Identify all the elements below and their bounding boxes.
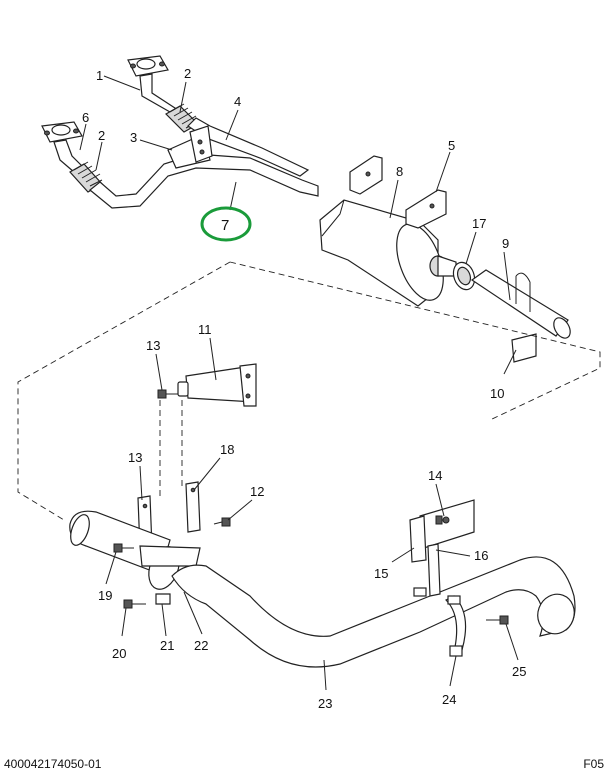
callout-21: 21 (160, 638, 174, 653)
callout-10: 10 (490, 386, 504, 401)
callout-18: 18 (220, 442, 234, 457)
callout-19: 19 (98, 588, 112, 603)
hanger-strap-16 (427, 543, 441, 597)
leader-lines (79, 75, 519, 691)
callout-6: 6 (82, 110, 89, 125)
callout-labels: 1 2 3 4 5 6 2 7 8 9 17 10 11 13 13 18 12… (82, 66, 526, 711)
callout-7: 7 (221, 217, 229, 234)
callout-22: 22 (194, 638, 208, 653)
callout-12: 12 (250, 484, 264, 499)
callout-25: 25 (512, 664, 526, 679)
bolt-13-upper (157, 389, 178, 399)
callout-9: 9 (502, 236, 509, 251)
callout-13a: 13 (146, 338, 160, 353)
pipe-clamp-24 (413, 587, 467, 657)
callout-15: 15 (374, 566, 388, 581)
hanger-strap-18 (185, 481, 201, 533)
callout-14: 14 (428, 468, 442, 483)
bolt-19 (113, 543, 134, 553)
highlight-ring (200, 206, 252, 242)
hanger-bracket-11 (177, 363, 257, 407)
callout-13b: 13 (128, 450, 142, 465)
lower-exhaust-assembly (69, 363, 576, 668)
sheet-code: F05 (583, 757, 604, 771)
bolt-20 (123, 599, 146, 609)
callout-3: 3 (130, 130, 137, 145)
callout-4: 4 (234, 94, 241, 109)
tail-pipe-upper (470, 269, 571, 339)
manifold-flange-6 (41, 121, 83, 143)
document-id: 400042174050-01 (4, 757, 102, 771)
callout-16: 16 (474, 548, 488, 563)
callout-24: 24 (442, 692, 456, 707)
tail-pipe-23 (171, 556, 576, 668)
bolt-25 (486, 615, 509, 625)
bolt-12 (213, 517, 231, 527)
callout-2b: 2 (98, 128, 105, 143)
manifold-flange-1 (127, 55, 169, 77)
upper-exhaust-assembly (41, 55, 571, 363)
pipe-clamp-22 (139, 545, 201, 605)
muffler-hanger-bracket (349, 155, 447, 229)
callout-23: 23 (318, 696, 332, 711)
callout-2a: 2 (184, 66, 191, 81)
callout-5: 5 (448, 138, 455, 153)
pipe-bracket-3 (167, 125, 213, 169)
callout-8: 8 (396, 164, 403, 179)
callout-17: 17 (472, 216, 486, 231)
callout-11: 11 (198, 322, 212, 337)
muffler (319, 199, 457, 307)
callout-1: 1 (96, 68, 103, 83)
band-clamp (452, 261, 476, 291)
callout-20: 20 (112, 646, 126, 661)
y-pipe (89, 117, 319, 209)
detail-boundary (17, 261, 601, 521)
hanger-bracket-14 (409, 499, 475, 563)
